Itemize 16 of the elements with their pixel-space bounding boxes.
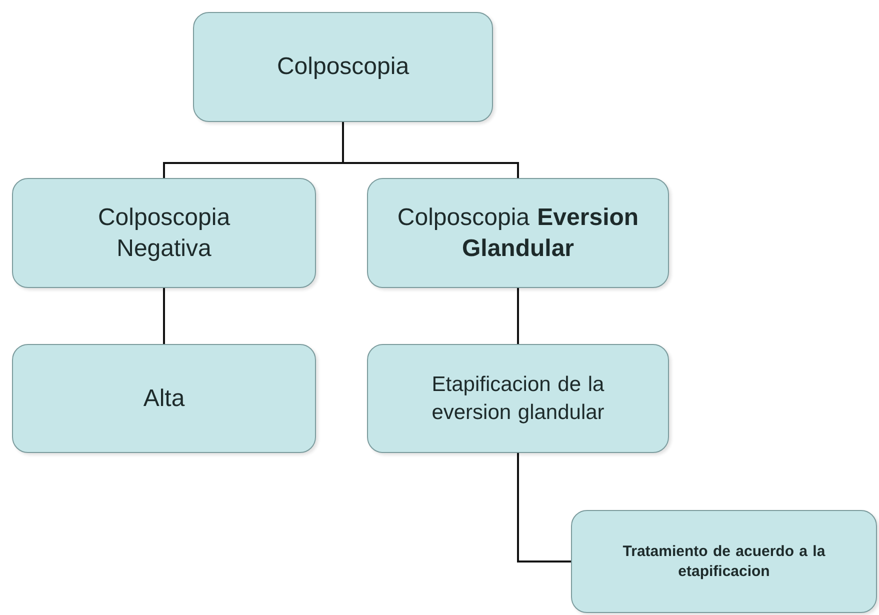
node-label: Alta [143, 384, 185, 414]
node-label: Colposcopia Negativa [96, 202, 232, 264]
rounded-box [571, 510, 877, 613]
rounded-box [367, 178, 669, 288]
node-label: Etapificacion de la eversion glandular [430, 372, 606, 426]
node-label: Tratamiento de acuerdo a la etapificacion [622, 542, 826, 581]
connector-line [517, 288, 519, 344]
node-label: Colposcopia [276, 52, 410, 82]
node-label: Colposcopia Eversion Glandular [396, 202, 640, 264]
rounded-box [12, 178, 316, 288]
rounded-box [12, 344, 316, 453]
rounded-box [193, 12, 493, 122]
connector-line [342, 122, 519, 178]
connector-line [163, 288, 165, 344]
connector-line [517, 453, 571, 562]
rounded-box [367, 344, 669, 453]
